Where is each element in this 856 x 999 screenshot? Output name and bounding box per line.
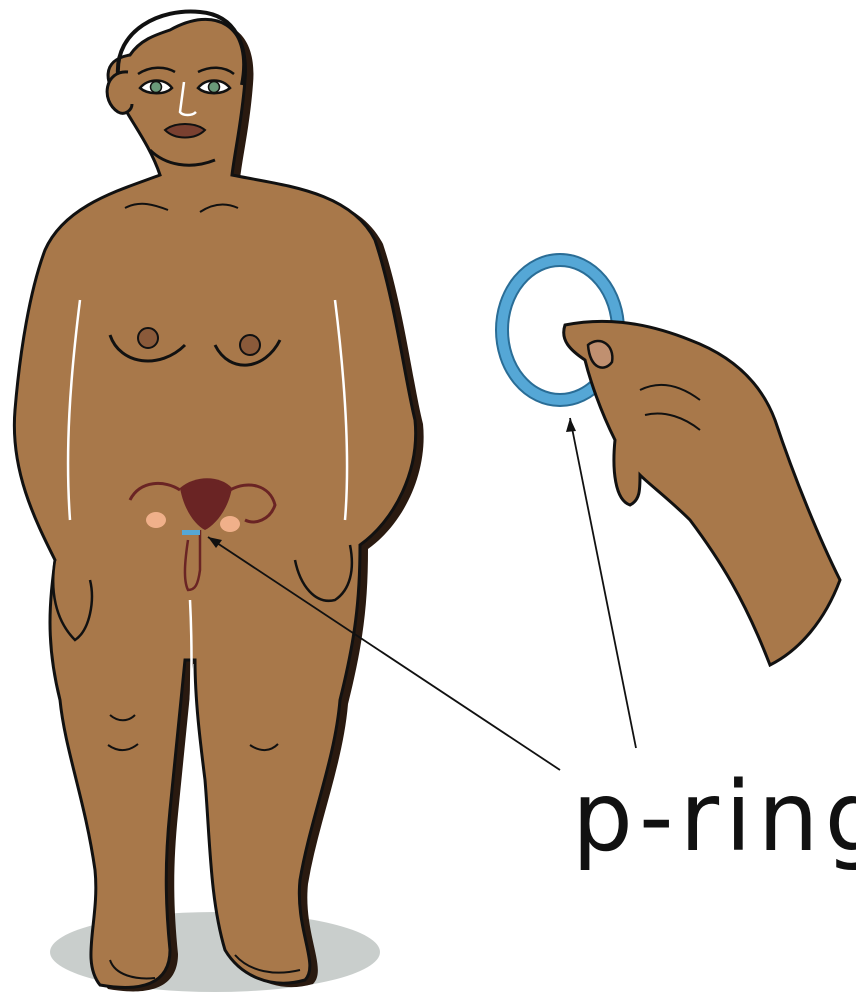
ear xyxy=(107,72,132,113)
lips xyxy=(165,124,205,138)
ovary-right xyxy=(220,516,240,532)
hand-holding-ring xyxy=(502,260,840,665)
hand xyxy=(564,321,840,665)
ring-placement xyxy=(182,530,200,535)
diagram-label: p-ring xyxy=(572,761,856,873)
ovary-left xyxy=(146,512,166,528)
person-figure xyxy=(14,12,423,992)
